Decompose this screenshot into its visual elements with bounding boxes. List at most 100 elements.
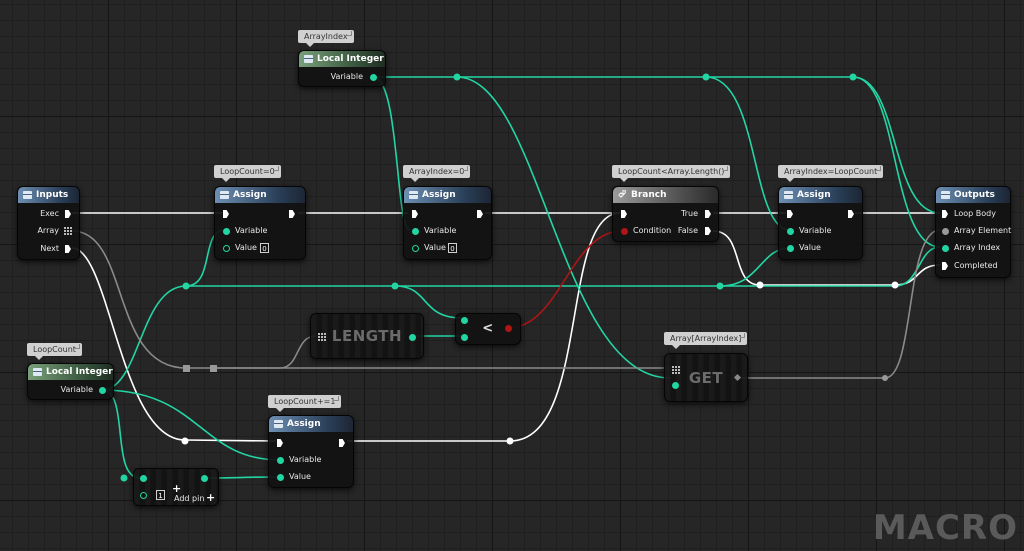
variable-output-pin[interactable] bbox=[99, 387, 106, 394]
node-header: Outputs bbox=[936, 187, 1010, 203]
pin-label: Value bbox=[799, 243, 821, 252]
function-icon bbox=[274, 420, 283, 428]
int-wire bbox=[101, 389, 141, 479]
macro-watermark: MACRO bbox=[872, 508, 1018, 548]
int-wire bbox=[456, 76, 671, 379]
local-integer-node-top[interactable]: Local Integer Variable bbox=[298, 50, 386, 87]
function-icon bbox=[220, 191, 229, 199]
exec-input-pin[interactable] bbox=[621, 210, 627, 218]
array-output-pin[interactable] bbox=[64, 227, 72, 235]
completed-exec-pin[interactable] bbox=[942, 262, 948, 270]
pin-label: True bbox=[681, 209, 698, 218]
true-exec-pin[interactable] bbox=[705, 210, 711, 218]
condition-input-pin[interactable] bbox=[621, 228, 628, 235]
pin-label: Variable bbox=[424, 226, 457, 235]
exec-output-pin[interactable] bbox=[848, 210, 854, 218]
value-input-pin[interactable] bbox=[787, 245, 794, 252]
exec-output-pin[interactable] bbox=[289, 210, 295, 218]
pin-label: Variable bbox=[330, 72, 363, 81]
array-element-pin[interactable] bbox=[942, 228, 949, 235]
pin-label: Completed bbox=[954, 261, 998, 270]
array-wire bbox=[213, 335, 317, 369]
assign-node-arrayindex[interactable]: Assign Variable Value 0 bbox=[403, 186, 492, 260]
int-wire bbox=[101, 229, 226, 391]
a-input-pin[interactable] bbox=[140, 475, 147, 482]
b-input-pin[interactable] bbox=[140, 492, 147, 499]
loop-body-exec-pin[interactable] bbox=[942, 210, 948, 218]
add-pin-icon[interactable]: + bbox=[206, 491, 216, 504]
array-wire bbox=[71, 230, 668, 369]
variable-icon bbox=[304, 55, 313, 63]
node-header: Assign bbox=[215, 187, 305, 203]
b-input-pin[interactable] bbox=[461, 334, 468, 341]
array-index-pin[interactable] bbox=[942, 245, 949, 252]
value-input-pin[interactable] bbox=[412, 245, 419, 252]
value-default-field[interactable]: 0 bbox=[260, 243, 269, 253]
exec-input-pin[interactable] bbox=[223, 210, 229, 218]
pin-label: Variable bbox=[235, 226, 268, 235]
value-input-pin[interactable] bbox=[277, 474, 284, 481]
variable-icon bbox=[33, 368, 42, 376]
pin-label: Value bbox=[424, 243, 446, 252]
exec-output-pin[interactable] bbox=[339, 439, 345, 447]
pin-label: Variable bbox=[289, 455, 322, 464]
a-input-pin[interactable] bbox=[461, 317, 468, 324]
array-get-node[interactable]: GET bbox=[664, 353, 748, 402]
exec-output-pin[interactable] bbox=[477, 210, 483, 218]
bool-wire bbox=[507, 230, 623, 329]
exec-wire bbox=[347, 212, 621, 442]
inputs-node[interactable]: Inputs Exec Array Next bbox=[17, 186, 80, 260]
function-icon bbox=[23, 191, 32, 199]
branch-icon: ⮰ bbox=[618, 189, 626, 200]
variable-output-pin[interactable] bbox=[370, 74, 377, 81]
value-default-field[interactable]: 0 bbox=[448, 243, 457, 253]
int-wire bbox=[705, 76, 791, 231]
pin-label: Value bbox=[235, 243, 257, 252]
assign-node-loopcount-increment[interactable]: Assign Variable Value bbox=[268, 415, 354, 488]
pin-label: Variable bbox=[799, 226, 832, 235]
pin-label: Array Element bbox=[954, 226, 1012, 235]
variable-input-pin[interactable] bbox=[223, 228, 230, 235]
variable-input-pin[interactable] bbox=[787, 228, 794, 235]
comment-arrayindex-0: ArrayIndex=0 bbox=[403, 165, 471, 182]
branch-node[interactable]: ⮰Branch True Condition False bbox=[612, 186, 719, 242]
length-output-pin[interactable] bbox=[409, 334, 416, 341]
comment-branch-condition: LoopCount<Array.Length() bbox=[612, 165, 731, 182]
exec-input-pin[interactable] bbox=[787, 210, 793, 218]
index-input-pin[interactable] bbox=[672, 382, 679, 389]
add-node[interactable]: + 1 Add pin + bbox=[133, 468, 219, 506]
exec-wire bbox=[71, 247, 277, 442]
function-icon bbox=[409, 191, 418, 199]
result-output-pin[interactable] bbox=[505, 325, 512, 332]
pin-label: Array Index bbox=[954, 243, 1001, 252]
outputs-node[interactable]: Outputs Loop Body Array Element Array In… bbox=[935, 186, 1011, 278]
add-pin-button[interactable]: Add pin bbox=[174, 494, 205, 503]
false-exec-pin[interactable] bbox=[705, 227, 711, 235]
less-than-node[interactable]: < bbox=[455, 313, 521, 345]
local-integer-node-bottom[interactable]: Local Integer Variable bbox=[27, 363, 114, 400]
variable-input-pin[interactable] bbox=[277, 457, 284, 464]
exec-input-pin[interactable] bbox=[277, 439, 283, 447]
length-node[interactable]: LENGTH bbox=[310, 313, 424, 359]
less-than-label: < bbox=[482, 321, 494, 336]
pin-label: Array bbox=[37, 226, 59, 235]
b-default-field[interactable]: 1 bbox=[156, 490, 165, 500]
comment-array-get: Array[ArrayIndex] bbox=[664, 332, 748, 349]
variable-input-pin[interactable] bbox=[412, 228, 419, 235]
exec-output-pin[interactable] bbox=[65, 210, 71, 218]
assign-node-loopcount[interactable]: Assign Variable Value 0 bbox=[214, 186, 306, 260]
next-exec-pin[interactable] bbox=[65, 245, 71, 253]
result-output-pin[interactable] bbox=[201, 475, 208, 482]
pin-label: Condition bbox=[633, 226, 672, 235]
array-input-pin[interactable] bbox=[318, 333, 326, 341]
assign-node-arrayindex-loopcount[interactable]: Assign Variable Value bbox=[778, 186, 863, 260]
pin-label: Variable bbox=[60, 385, 93, 394]
exec-input-pin[interactable] bbox=[412, 210, 418, 218]
function-icon bbox=[941, 191, 950, 199]
pin-label: Loop Body bbox=[954, 209, 996, 218]
pin-label: Exec bbox=[40, 209, 59, 218]
array-wire bbox=[738, 229, 941, 379]
array-input-pin[interactable] bbox=[672, 366, 680, 374]
value-input-pin[interactable] bbox=[223, 245, 230, 252]
